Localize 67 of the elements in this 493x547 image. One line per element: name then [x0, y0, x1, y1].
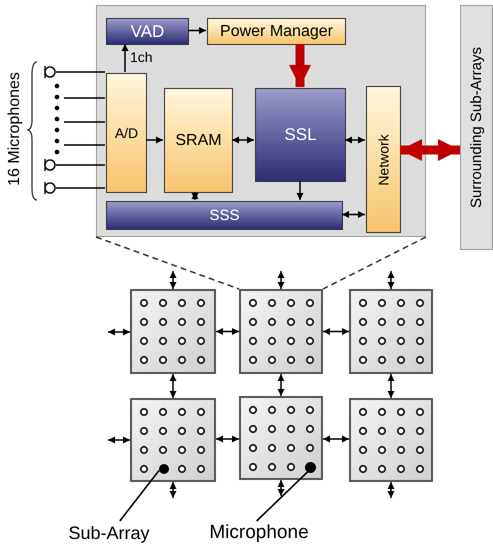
- double-arrow: [216, 328, 239, 335]
- double-arrow: [388, 374, 394, 398]
- microphone-dot: [159, 464, 169, 474]
- sub-array-box: [349, 289, 433, 374]
- double-arrow: [232, 136, 254, 144]
- side-panel: [460, 5, 493, 250]
- arrow: [122, 44, 128, 72]
- brace-label: 16 Microphones: [6, 71, 24, 188]
- block-label: Network: [376, 134, 392, 186]
- double-arrow: [278, 374, 284, 396]
- double-arrow: [170, 271, 176, 289]
- double-arrow: [400, 139, 460, 161]
- double-arrow: [192, 192, 198, 200]
- double-arrow: [388, 271, 394, 289]
- sub-array-box: [349, 398, 433, 482]
- block-label: Surrounding Sub-Arrays: [468, 47, 485, 208]
- double-arrow: [278, 271, 284, 289]
- block-label: VAD: [130, 22, 164, 42]
- caption-text: Sub-Array: [68, 522, 150, 544]
- sub-array-box: [239, 396, 323, 480]
- function-block: [164, 88, 233, 193]
- double-arrow: [108, 436, 130, 444]
- block-label: Power Manager: [220, 22, 333, 40]
- signal-line: [56, 164, 105, 166]
- block-label: SSS: [209, 207, 240, 224]
- double-arrow: [388, 482, 394, 498]
- double-arrow: [345, 136, 365, 144]
- zoom-guide-line: [322, 236, 426, 290]
- microphone-dot: [305, 462, 316, 473]
- function-block: [106, 18, 189, 45]
- leader-line: [119, 470, 160, 522]
- signal-line: [64, 121, 105, 123]
- double-arrow: [170, 374, 176, 398]
- function-block: [207, 18, 346, 45]
- block-label: A/D: [114, 125, 138, 141]
- sub-array-box: [239, 289, 323, 374]
- edge-label: 1ch: [129, 49, 154, 65]
- zoom-guide-line: [96, 236, 240, 290]
- arrow: [296, 181, 304, 200]
- microphone-icon: [44, 159, 56, 171]
- arrow: [146, 136, 163, 144]
- function-block: [366, 86, 401, 233]
- arrow: [188, 27, 206, 34]
- double-arrow: [323, 436, 349, 442]
- sub-array-box: [130, 289, 216, 374]
- sub-array-box: [130, 398, 216, 482]
- signal-line: [56, 187, 105, 189]
- signal-line: [64, 97, 105, 99]
- double-arrow: [216, 436, 239, 442]
- function-block: [255, 88, 346, 182]
- function-block: [106, 201, 343, 230]
- arrow: [289, 44, 311, 87]
- block-label: SSL: [284, 125, 317, 145]
- signal-line: [56, 71, 105, 73]
- double-arrow: [170, 482, 176, 498]
- double-arrow: [108, 328, 130, 336]
- double-arrow: [323, 328, 349, 335]
- signal-line: [64, 144, 105, 146]
- microphone-icon: [44, 66, 56, 78]
- chip-panel: [96, 5, 426, 237]
- function-block: [106, 73, 147, 193]
- microphone-icon: [44, 182, 56, 194]
- caption-text: Microphone: [209, 522, 309, 544]
- block-label: SRAM: [175, 132, 222, 150]
- double-arrow: [278, 480, 284, 496]
- double-arrow: [342, 211, 365, 218]
- leader-line: [256, 470, 310, 522]
